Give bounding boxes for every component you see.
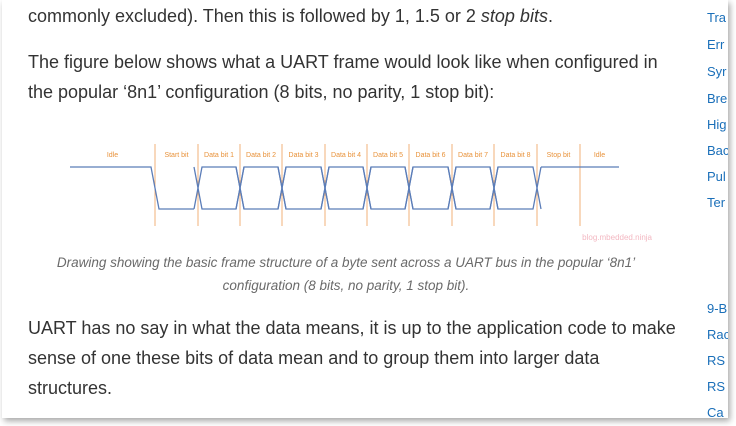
article-content: commonly excluded). Then this is followe… xyxy=(2,0,692,418)
sidebar-link[interactable]: Syr xyxy=(707,64,727,79)
data-bit-trace xyxy=(277,166,330,210)
data-bit-trace xyxy=(320,166,372,210)
paragraph-figure-intro-line-1: The figure below shows what a UART frame… xyxy=(28,52,658,72)
sidebar-link[interactable]: Ca xyxy=(707,405,724,418)
uart-frame-diagram: Idle Start bit Data bit 1 Data bit 2 Data bi… xyxy=(70,144,653,242)
emphasis-stop-bits: stop bits xyxy=(480,6,548,26)
data-bit-trace xyxy=(235,166,287,210)
sidebar-link[interactable]: RS xyxy=(707,353,726,368)
data-bit-trace xyxy=(447,166,499,210)
data-bit-trace xyxy=(489,166,542,210)
segment-label: Idle xyxy=(107,152,118,159)
segment-label: Data bit 6 xyxy=(416,152,446,159)
data-bit-trace xyxy=(193,166,245,210)
data-bit-trace xyxy=(362,166,414,210)
watermark-text: blog.mbedded.ninja xyxy=(582,233,652,242)
sidebar-link[interactable]: Pul xyxy=(707,169,726,184)
sidebar-link[interactable]: Rac xyxy=(707,327,728,342)
caption-line: Drawing showing the basic frame structur… xyxy=(56,255,636,270)
segment-label: Data bit 3 xyxy=(289,152,319,159)
paragraph-uart-meaning-line-2: sense of one these bits of data mean and… xyxy=(28,348,600,368)
sidebar-link[interactable]: 9-B xyxy=(707,301,728,316)
segment-label: Data bit 8 xyxy=(501,152,531,159)
text-run: . xyxy=(547,6,553,26)
sidebar-link[interactable]: Ter xyxy=(707,195,726,210)
segment-label: Start bit xyxy=(164,152,188,159)
segment-label: Data bit 4 xyxy=(331,152,361,159)
sidebar-link[interactable]: Err xyxy=(707,37,725,52)
paragraph-stop-bits: commonly excluded). Then this is followe… xyxy=(28,0,553,33)
data-bit-trace xyxy=(277,166,330,210)
segment-label: Idle xyxy=(594,152,605,159)
sidebar-link[interactable]: RS xyxy=(707,379,726,394)
data-bit-trace xyxy=(235,166,287,210)
sidebar-link[interactable]: Tra xyxy=(707,10,727,25)
caption-line: configuration (8 bits, no parity, 1 stop… xyxy=(222,278,470,293)
segment-label: Stop bit xyxy=(547,152,571,159)
text-run: commonly excluded). Then this is followe… xyxy=(28,6,481,26)
segment-label: Data bit 5 xyxy=(373,152,403,159)
segment-label: Data bit 7 xyxy=(458,152,488,159)
data-bit-trace xyxy=(404,166,457,210)
sidebar-link[interactable]: Bre xyxy=(707,91,728,106)
sidebar-link[interactable]: Bac xyxy=(707,143,728,158)
data-bit-trace xyxy=(489,166,542,210)
figure-caption: Drawing showing the basic frame structur… xyxy=(32,251,660,297)
data-bit-trace xyxy=(193,166,245,210)
paragraph-uart-meaning-line-3: structures. xyxy=(28,378,113,398)
paragraph-figure-intro-line-2: the popular ‘8n1’ configuration (8 bits,… xyxy=(28,82,495,102)
data-bit-trace xyxy=(404,166,457,210)
segment-label: Data bit 2 xyxy=(246,152,276,159)
page-frame: commonly excluded). Then this is followe… xyxy=(2,0,728,418)
data-bit-trace xyxy=(447,166,499,210)
paragraph-uart-meaning-line-1: UART has no say in what the data means, … xyxy=(28,318,676,338)
data-bit-trace xyxy=(362,166,414,210)
data-bit-trace xyxy=(320,166,372,210)
segment-label: Data bit 1 xyxy=(204,152,234,159)
sidebar-link[interactable]: Hig xyxy=(707,117,727,132)
idle-to-start-trace xyxy=(70,166,194,210)
